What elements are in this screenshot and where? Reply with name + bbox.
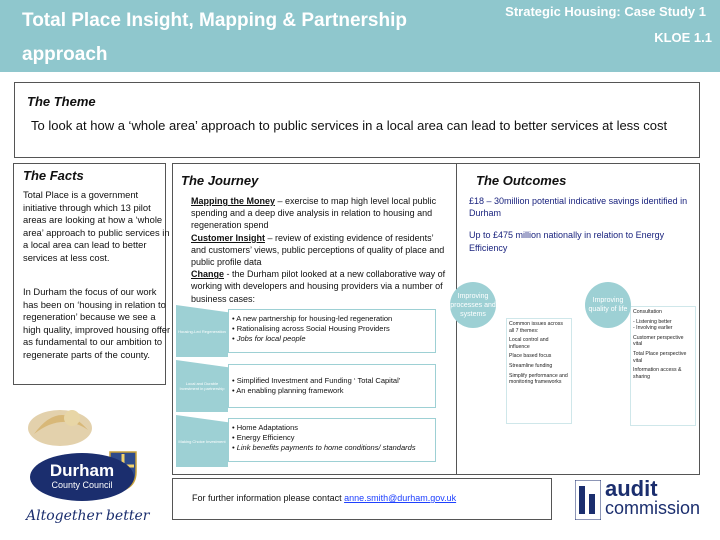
header-bar: Total Place Insight, Mapping & Partnersh… (0, 0, 720, 72)
theme-body: To look at how a ‘whole area’ approach t… (31, 118, 668, 133)
panel2-line: Information access & sharing (633, 367, 682, 380)
panel2-line: - Involving earlier (633, 325, 673, 332)
audit-commission-icon (575, 480, 601, 520)
facts-paragraph-2: In Durham the focus of our work has been… (23, 286, 171, 360)
journey-text: Mapping the Money – exercise to map high… (191, 195, 449, 305)
kloe-label: KLOE 1.1 (654, 30, 712, 45)
step-2-box: • Simplified Investment and Funding ‘ To… (228, 364, 436, 408)
consultation-panel: Consultation - Listening better - Involv… (630, 306, 696, 426)
step-2-bullet-2: • An enabling planning framework (232, 386, 344, 395)
facts-box: The Facts Total Place is a government in… (13, 163, 170, 385)
step-2-chevron: Local and Durable Investment in partners… (176, 360, 228, 412)
step-3-chevron: Making Choice Investment (176, 415, 228, 467)
durham-logo-sub: County Council (51, 480, 113, 490)
improving-processes-circle: Improving processes and systems (450, 282, 496, 328)
audit-commission-logo: audit commission (575, 478, 705, 522)
contact-box: For further information please contact a… (172, 478, 552, 520)
panel1-line: Local control and influence (509, 337, 549, 350)
step-1-chevron: Housing-Led Regeneration (176, 305, 228, 357)
insight-text: – review of existing evidence of residen… (191, 232, 445, 268)
durham-logo-area: Durham County Council Altogether better (22, 390, 162, 530)
contact-label: For further information please contact (192, 493, 345, 503)
outcome-savings-national: Up to £475 million nationally in relatio… (469, 230, 665, 253)
panel2-line: Total Place perspective vital (633, 350, 687, 364)
outcomes-text: £18 – 30million potential indicative sav… (469, 195, 694, 254)
panel2-line: Customer perspective vital (633, 334, 684, 348)
contact-email-link[interactable]: anne.smith@durham.gov.uk (344, 493, 457, 503)
step-3-box: • Home Adaptations • Energy Efficiency •… (228, 418, 436, 462)
panel2-line: Consultation (633, 309, 662, 315)
insight-label: Customer Insight (191, 232, 266, 243)
mapping-text: – exercise to map high level local publi… (191, 196, 437, 231)
contact-text: For further information please contact a… (192, 493, 456, 503)
journey-heading: The Journey (181, 173, 259, 188)
step-1-bullet-3: • Jobs for local people (232, 334, 306, 343)
tagline: Altogether better (26, 508, 150, 524)
page-title: Total Place Insight, Mapping & Partnersh… (22, 10, 407, 65)
improving-quality-circle: Improving quality of life (585, 282, 631, 328)
mapping-label: Mapping the Money (191, 196, 275, 206)
step-3-bullet-3: • Link benefits payments to home conditi… (232, 443, 416, 452)
audit-word: audit (605, 476, 658, 501)
panel1-line: Common issues across all 7 themes: (509, 321, 563, 334)
durham-crest-icon (28, 410, 137, 501)
step-1-box: • A new partnership for housing-led rege… (228, 309, 436, 353)
change-label: Change (191, 269, 225, 280)
step-2-bullet-1: • Simplified Investment and Funding ‘ To… (232, 376, 401, 385)
step-3-bullet-2: • Energy Efficiency (232, 433, 295, 442)
step-1-bullet-1: • A new partnership for housing-led rege… (232, 314, 393, 323)
theme-heading: The Theme (27, 94, 96, 109)
durham-logo-name: Durham (49, 461, 115, 480)
case-study-label: Strategic Housing: Case Study 1 (505, 4, 706, 19)
panel2-line: - Listening better (633, 318, 672, 325)
change-text: - the Durham pilot looked at a new colla… (191, 269, 446, 304)
theme-box: The Theme To look at how a ‘whole area’ … (14, 82, 700, 158)
panel1-line: Place based focus (509, 353, 552, 360)
panel1-line: Streamline funding (509, 362, 553, 369)
step-3-bullet-1: • Home Adaptations (232, 423, 298, 432)
step-1-bullet-2: • Rationalising across Social Housing Pr… (232, 324, 390, 333)
outcomes-heading: The Outcomes (476, 173, 567, 188)
facts-heading: The Facts (23, 168, 84, 183)
common-issues-panel: Common issues across all 7 themes: Local… (506, 318, 572, 424)
commission-word: commission (605, 498, 701, 518)
panel1-line: Simplify performance and monitoring fram… (509, 372, 568, 386)
facts-paragraph-1: Total Place is a government initiative t… (23, 189, 170, 263)
outcome-savings-durham: £18 – 30million potential indicative sav… (469, 196, 688, 219)
